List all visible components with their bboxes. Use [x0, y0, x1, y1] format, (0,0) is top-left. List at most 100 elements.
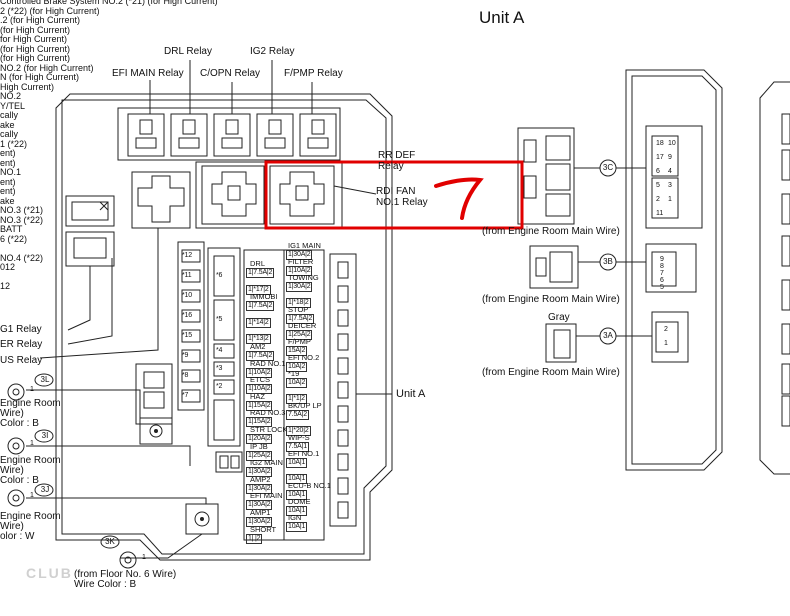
left-list-item: 012: [0, 262, 16, 272]
small-fuse-tag: *10: [182, 292, 192, 299]
fuse-rating: 10A|1: [286, 506, 308, 516]
connector-3i-id: 3I: [41, 431, 49, 440]
connector-3l-pin: 1: [30, 386, 34, 393]
left-list-item: cally: [0, 110, 19, 120]
left-list-item: Y/TEL: [0, 100, 26, 111]
connector-pin: 8: [660, 263, 664, 270]
connector-3b-id: 3B: [603, 257, 613, 266]
left-list-item: .2 (for High Current): [0, 15, 81, 25]
fuse-rating: 1|*20|2: [286, 426, 311, 436]
small-fuse-tag: *11: [182, 272, 192, 279]
fuse-name: STOP: [288, 305, 309, 314]
unit-a-leader-label: Unit A: [396, 388, 426, 400]
fuse-rating: 10A|2: [286, 362, 308, 372]
mid-fuse-tag: *2: [216, 383, 223, 390]
small-fuse-tag: *12: [182, 252, 192, 259]
unit-a-housing: [625, 69, 723, 471]
fuse-rating: 1|*17|2: [246, 284, 271, 295]
unit-a-title: Unit A: [479, 8, 525, 27]
left-list-item: NO.2 (for High Current): [0, 62, 94, 73]
leader-us: [39, 228, 159, 359]
mid-fuse-tag: *4: [216, 347, 223, 354]
fuse-rating: 10A|1: [286, 474, 308, 484]
rdi-fan-relay-label: RDI FAN: [376, 186, 416, 197]
connector-3a-caption: (from Engine Room Main Wire): [482, 367, 620, 378]
connector-3j-line3: olor : W: [0, 531, 35, 542]
connector-3i-line1: Engine Room: [0, 455, 61, 466]
mid-fuse-tag: *6: [216, 272, 223, 279]
fuse-name: IG1 MAIN: [288, 241, 321, 250]
fuse-rating: 1|*13|2: [246, 334, 271, 345]
top-relay-frame: [117, 107, 341, 161]
fuse-name: AM2: [250, 342, 266, 351]
connector-pin: 6: [660, 277, 664, 284]
fuse-rating: 1|10A|2: [286, 266, 313, 276]
far-right-slots: [781, 113, 790, 427]
fuse-rating: 1|25A|2: [286, 330, 313, 340]
connector-pin: 2: [664, 326, 668, 333]
fuse-name: IP JB: [250, 441, 268, 451]
fuse-name: SHORT: [250, 524, 277, 534]
connector-pin: 9: [668, 154, 672, 161]
fuse-name: ECU-B NO.1: [288, 481, 331, 490]
leader-ig1: [67, 266, 91, 331]
small-fuse-tag: *7: [182, 392, 189, 399]
rdi-fan-relay-label-2: NO.1 Relay: [376, 197, 428, 208]
connector-pin: 7: [660, 270, 664, 277]
left-list-item: NO.2: [0, 91, 22, 101]
small-fuse-tag: *15: [182, 332, 192, 339]
copn-relay-label: C/OPN Relay: [200, 68, 261, 79]
connector-pin: 2: [656, 196, 660, 203]
fuse-name: STR LOCK: [250, 425, 288, 434]
left-list-item: 12: [0, 281, 11, 291]
connector-3l-line2: Wire): [0, 408, 24, 419]
fuse-rating: 15A|2: [286, 346, 308, 356]
leader-er: [67, 258, 113, 345]
left-list-item: NO.3 (*21): [0, 205, 44, 215]
connector-3i-line2: Wire): [0, 465, 24, 476]
fuse-name: WIP-S: [288, 433, 310, 442]
drl-relay-label: DRL Relay: [164, 46, 212, 57]
left-list-item: 2 (*22) (for High Current): [0, 5, 100, 16]
fuse-rating: 7.5A|2: [286, 410, 309, 420]
fuse-rating: 1|30A|2: [286, 282, 313, 292]
connector-3a-color: Gray: [548, 312, 570, 323]
left-list-item: ake: [0, 195, 15, 206]
fuse-rating: 10A|1: [286, 490, 308, 500]
left-list-item: NO.4 (*22): [0, 252, 44, 263]
relay-leader-lines: [149, 60, 313, 114]
fuse-name: RAD NO.1: [250, 358, 286, 368]
connector-pin: 5: [656, 182, 660, 189]
fuse-name: IGN: [288, 513, 302, 522]
connector-pin: 1: [664, 340, 668, 347]
fuse-rating: 1|30A|2: [246, 483, 273, 494]
fuse-rating: 1|7.5A|2: [246, 301, 275, 312]
connector-3k-pin: 1: [142, 554, 146, 561]
left-list-item: 1 (*22): [0, 138, 28, 149]
fuse-name: AMP1: [250, 508, 271, 517]
fuse-rating: 1|7.5A|2: [286, 314, 315, 324]
watermark: CLUB: [26, 565, 73, 581]
big-relay-frame: [195, 161, 343, 229]
fuse-name: AMP2: [250, 474, 271, 484]
fuse-name: EFI NO.1: [288, 449, 320, 458]
fuse-rating: 1|*1|2: [286, 394, 307, 404]
fuse-name: RAD NO.3: [250, 408, 286, 418]
connector-3c-caption: (from Engine Room Main Wire): [482, 226, 620, 237]
left-list-item: ent): [0, 186, 16, 196]
left-list-item: ent): [0, 157, 16, 168]
fuse-name: DRL: [250, 259, 266, 268]
fuse-rating: 10A|1: [286, 522, 308, 532]
connector-3j-line2: Wire): [0, 521, 24, 532]
fuse-box-inner-outline: [61, 99, 387, 555]
fuse-name: EFI NO.2: [288, 353, 320, 362]
fuse-box-outline: [55, 93, 393, 561]
highlight-box: [264, 160, 524, 230]
small-fuse-tag: *8: [182, 372, 189, 379]
small-fuses: [181, 249, 201, 403]
us-relay-label: US Relay: [0, 355, 43, 366]
fuse-rating: 10A|1: [286, 458, 308, 468]
fuse-rating: 7.5A|1: [286, 442, 309, 452]
left-list-item: High Current): [0, 81, 55, 92]
